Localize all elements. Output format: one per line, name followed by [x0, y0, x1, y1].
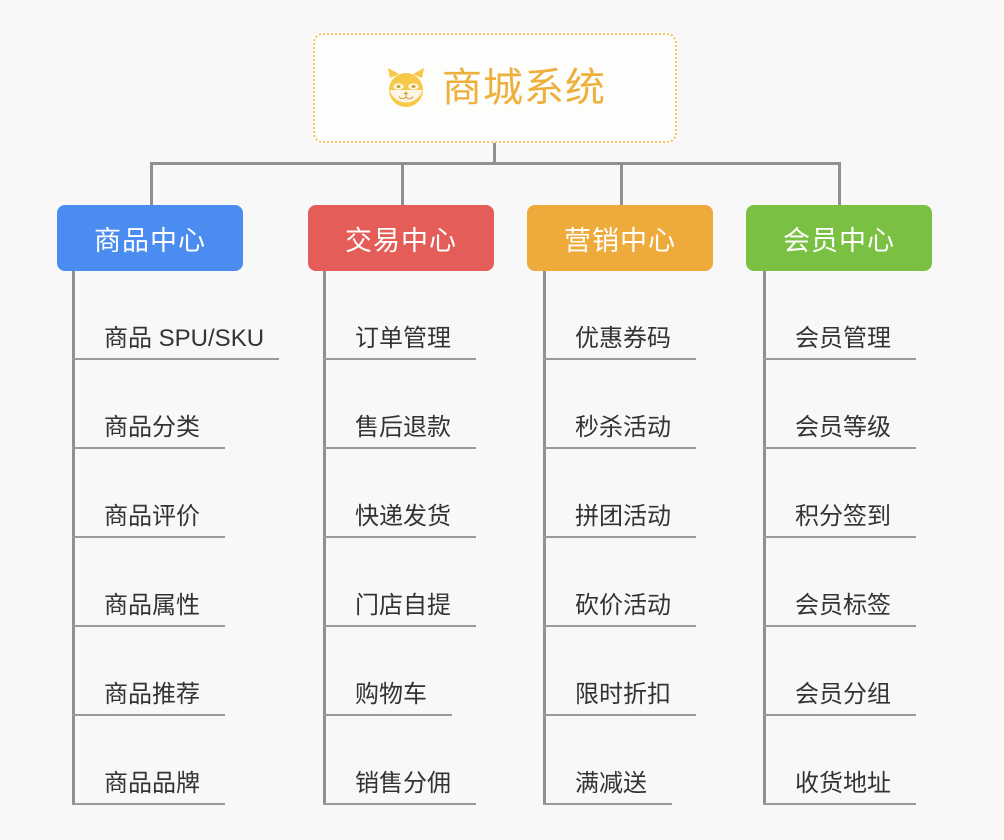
- leaf-item-label: 订单管理: [355, 325, 451, 352]
- leaf-underline: [72, 803, 225, 805]
- leaf-underline: [763, 447, 916, 449]
- leaf-underline: [543, 536, 696, 538]
- leaf-item[interactable]: 购物车: [323, 627, 452, 716]
- leaf-column-member: 会员管理 会员等级 积分签到 会员标签 会员分组 收货地址: [763, 271, 916, 805]
- leaf-item-label: 商品品牌: [104, 770, 200, 797]
- leaf-underline: [323, 625, 476, 627]
- connector-root-stem: [493, 143, 496, 165]
- leaf-underline: [763, 803, 916, 805]
- leaf-item-label: 商品分类: [104, 414, 200, 441]
- leaf-underline: [763, 358, 916, 360]
- connector-drop-1: [150, 162, 153, 207]
- leaf-underline: [323, 803, 476, 805]
- leaf-underline: [763, 714, 916, 716]
- leaf-item[interactable]: 商品分类: [72, 360, 264, 449]
- leaf-item-label: 会员标签: [795, 592, 891, 619]
- category-box-product[interactable]: 商品中心: [57, 205, 243, 271]
- leaf-item-label: 商品 SPU/SKU: [104, 325, 265, 352]
- connector-drop-2: [401, 162, 404, 207]
- leaf-underline: [543, 625, 696, 627]
- leaf-item[interactable]: 销售分佣: [323, 716, 476, 805]
- leaf-underline: [323, 358, 476, 360]
- leaf-underline: [543, 803, 672, 805]
- leaf-item-label: 门店自提: [355, 592, 451, 619]
- leaf-underline: [72, 536, 225, 538]
- leaf-underline: [763, 536, 916, 538]
- leaf-item[interactable]: 商品 SPU/SKU: [72, 271, 279, 360]
- leaf-underline: [543, 447, 696, 449]
- category-box-member[interactable]: 会员中心: [746, 205, 932, 271]
- leaf-item-label: 商品属性: [104, 592, 200, 619]
- leaf-underline: [72, 358, 279, 360]
- leaf-underline: [323, 536, 476, 538]
- leaf-item[interactable]: 秒杀活动: [543, 360, 696, 449]
- leaf-underline: [763, 625, 916, 627]
- leaf-item[interactable]: 限时折扣: [543, 627, 696, 716]
- leaf-item-label: 快递发货: [355, 503, 451, 530]
- leaf-item-label: 优惠券码: [575, 325, 671, 352]
- shiba-dog-face-icon: [384, 66, 428, 110]
- leaf-item-label: 商品评价: [104, 503, 200, 530]
- leaf-item-label: 收货地址: [795, 770, 891, 797]
- leaf-underline: [72, 447, 225, 449]
- leaf-item[interactable]: 会员管理: [763, 271, 916, 360]
- leaf-underline: [72, 625, 225, 627]
- leaf-column-product: 商品 SPU/SKU 商品分类 商品评价 商品属性 商品推荐 商品品牌: [72, 271, 279, 805]
- leaf-item-label: 砍价活动: [575, 592, 671, 619]
- leaf-spine: [72, 271, 75, 805]
- leaf-item[interactable]: 会员分组: [763, 627, 916, 716]
- leaf-spine: [323, 271, 326, 805]
- root-title: 商城系统: [442, 66, 606, 110]
- leaf-item-label: 会员分组: [795, 681, 891, 708]
- connector-drop-3: [620, 162, 623, 207]
- leaf-item[interactable]: 会员标签: [763, 538, 916, 627]
- leaf-item-label: 积分签到: [795, 503, 891, 530]
- leaf-item[interactable]: 售后退款: [323, 360, 476, 449]
- leaf-item[interactable]: 商品评价: [72, 449, 264, 538]
- leaf-spine: [543, 271, 546, 805]
- leaf-item-label: 售后退款: [355, 414, 451, 441]
- leaf-item[interactable]: 订单管理: [323, 271, 476, 360]
- root-node[interactable]: 商城系统: [313, 33, 677, 143]
- category-box-marketing[interactable]: 营销中心: [527, 205, 713, 271]
- leaf-item-label: 满减送: [575, 770, 647, 797]
- leaf-item-label: 商品推荐: [104, 681, 200, 708]
- leaf-item[interactable]: 砍价活动: [543, 538, 696, 627]
- leaf-item[interactable]: 优惠券码: [543, 271, 696, 360]
- leaf-underline: [543, 358, 696, 360]
- leaf-item[interactable]: 商品属性: [72, 538, 264, 627]
- category-box-trade[interactable]: 交易中心: [308, 205, 494, 271]
- leaf-item-label: 购物车: [355, 681, 427, 708]
- connector-drop-4: [838, 162, 841, 207]
- leaf-item[interactable]: 门店自提: [323, 538, 476, 627]
- leaf-item-label: 会员等级: [795, 414, 891, 441]
- leaf-item-label: 会员管理: [795, 325, 891, 352]
- leaf-column-trade: 订单管理 售后退款 快递发货 门店自提 购物车 销售分佣: [323, 271, 476, 805]
- leaf-spine: [763, 271, 766, 805]
- leaf-column-marketing: 优惠券码 秒杀活动 拼团活动 砍价活动 限时折扣 满减送: [543, 271, 696, 805]
- leaf-item[interactable]: 积分签到: [763, 449, 916, 538]
- leaf-item-label: 秒杀活动: [575, 414, 671, 441]
- leaf-item-label: 限时折扣: [575, 681, 671, 708]
- leaf-underline: [72, 714, 225, 716]
- leaf-underline: [323, 447, 476, 449]
- leaf-item-label: 销售分佣: [355, 770, 451, 797]
- leaf-item[interactable]: 商品推荐: [72, 627, 264, 716]
- leaf-item[interactable]: 收货地址: [763, 716, 916, 805]
- leaf-underline: [543, 714, 696, 716]
- leaf-item[interactable]: 满减送: [543, 716, 672, 805]
- connector-horizontal-bus: [150, 162, 841, 165]
- leaf-item[interactable]: 快递发货: [323, 449, 476, 538]
- leaf-item[interactable]: 拼团活动: [543, 449, 696, 538]
- leaf-underline: [323, 714, 452, 716]
- leaf-item-label: 拼团活动: [575, 503, 671, 530]
- leaf-item[interactable]: 商品品牌: [72, 716, 264, 805]
- leaf-item[interactable]: 会员等级: [763, 360, 916, 449]
